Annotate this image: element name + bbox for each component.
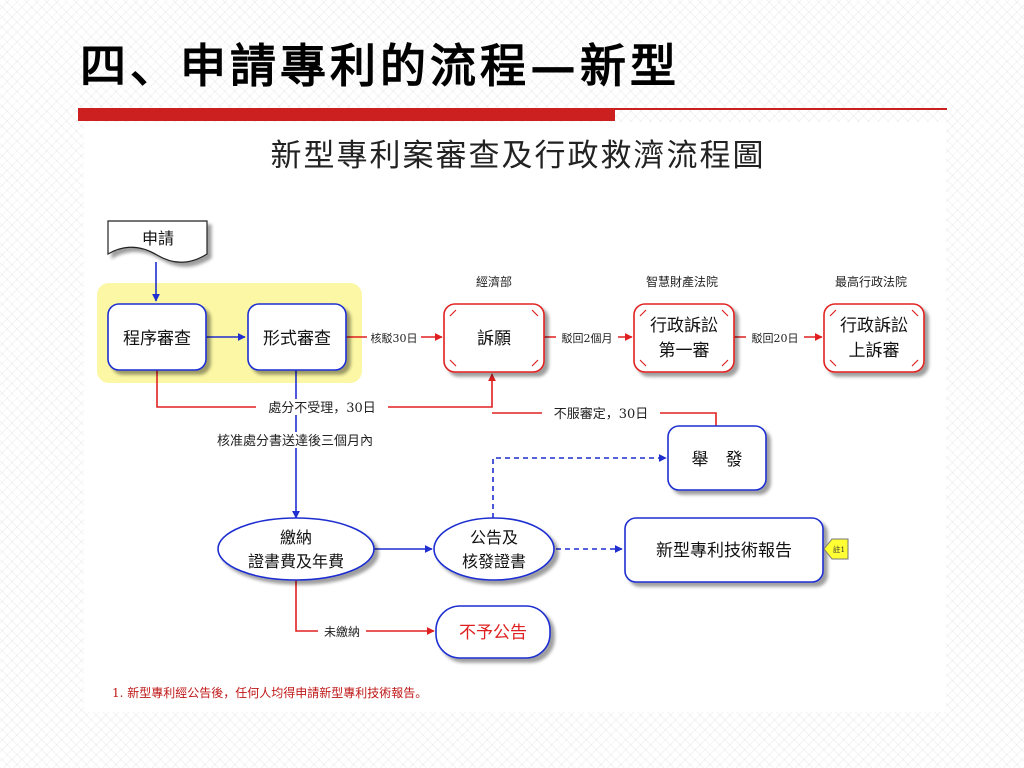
label-bg-dismiss20 xyxy=(746,330,804,345)
slide-title: 四、申請專利的流程—新型 xyxy=(80,39,680,93)
label-dismiss-20: 駁回20日 xyxy=(752,332,799,345)
label-unpaid: 未繳納 xyxy=(324,624,360,639)
node-apply-label: 申請 xyxy=(142,229,174,248)
diagram-title: 新型專利案審查及行政救濟流程圖 xyxy=(271,138,766,174)
title-rule-thick xyxy=(78,108,615,121)
node-procedure-review-label: 程序審查 xyxy=(123,329,191,349)
node-admin-appeal: 行政訴訟 上訴審 xyxy=(823,303,925,373)
node-pay-label-2: 證書費及年費 xyxy=(248,552,344,571)
node-tech-report: 新型專利技術報告 xyxy=(624,517,824,583)
node-announce-label-1: 公告及 xyxy=(470,528,518,547)
label-bg-within xyxy=(198,432,392,448)
agency-supreme-admin: 最高行政法院 xyxy=(835,274,907,289)
title-rule-thin xyxy=(615,108,947,110)
footnote: 1. 新型專利經公告後，任何人均得申請新型專利技術報告。 xyxy=(112,685,427,700)
label-bg-disagree xyxy=(542,405,660,421)
agency-ip-court: 智慧財產法院 xyxy=(646,274,718,289)
node-report-label: 舉 發 xyxy=(692,450,743,470)
label-rejection-30: 核駁30日 xyxy=(371,331,418,345)
node-admin-first: 行政訴訟 第一審 xyxy=(633,303,735,373)
node-pay: 繳納 證書費及年費 xyxy=(217,517,375,581)
node-petition-label: 訴願 xyxy=(477,329,511,349)
label-dismiss-2m: 駁回2個月 xyxy=(562,332,613,345)
node-apply: 申請 xyxy=(107,220,208,263)
note-tag: 註1 xyxy=(823,538,849,560)
node-admin-appeal-label-1: 行政訴訟 xyxy=(840,316,908,336)
node-admin-appeal-label-2: 上訴審 xyxy=(849,341,900,361)
label-not-accepted-30: 處分不受理，30日 xyxy=(268,401,376,416)
edge-announce-report xyxy=(492,454,667,518)
node-admin-first-label-1: 行政訴訟 xyxy=(650,316,718,336)
node-formal-review: 形式審查 xyxy=(247,303,347,371)
node-formal-review-label: 形式審查 xyxy=(263,329,331,349)
label-disagree-30: 不服審定，30日 xyxy=(554,407,649,422)
node-procedure-review: 程序審查 xyxy=(107,303,207,371)
note-tag-label: 註1 xyxy=(833,544,845,554)
edge-unpaid xyxy=(295,580,435,635)
agency-moea: 經濟部 xyxy=(476,274,512,289)
node-no-announce-label: 不予公告 xyxy=(459,623,527,643)
node-announce-label-2: 核發證書 xyxy=(462,552,526,571)
label-bg-dismiss2m xyxy=(556,330,618,345)
node-report: 舉 發 xyxy=(667,425,767,491)
node-pay-label-1: 繳納 xyxy=(280,528,312,547)
node-tech-report-label: 新型專利技術報告 xyxy=(656,541,792,561)
label-bg-not-accepted xyxy=(256,399,388,415)
node-no-announce: 不予公告 xyxy=(435,605,551,659)
label-bg-unpaid xyxy=(318,624,366,639)
label-within-3m: 核准處分書送達後三個月內 xyxy=(217,434,373,449)
node-petition: 訴願 xyxy=(443,303,545,373)
label-bg-rejection xyxy=(367,330,421,345)
node-announce: 公告及 核發證書 xyxy=(433,517,555,581)
node-admin-first-label-2: 第一審 xyxy=(659,341,710,361)
